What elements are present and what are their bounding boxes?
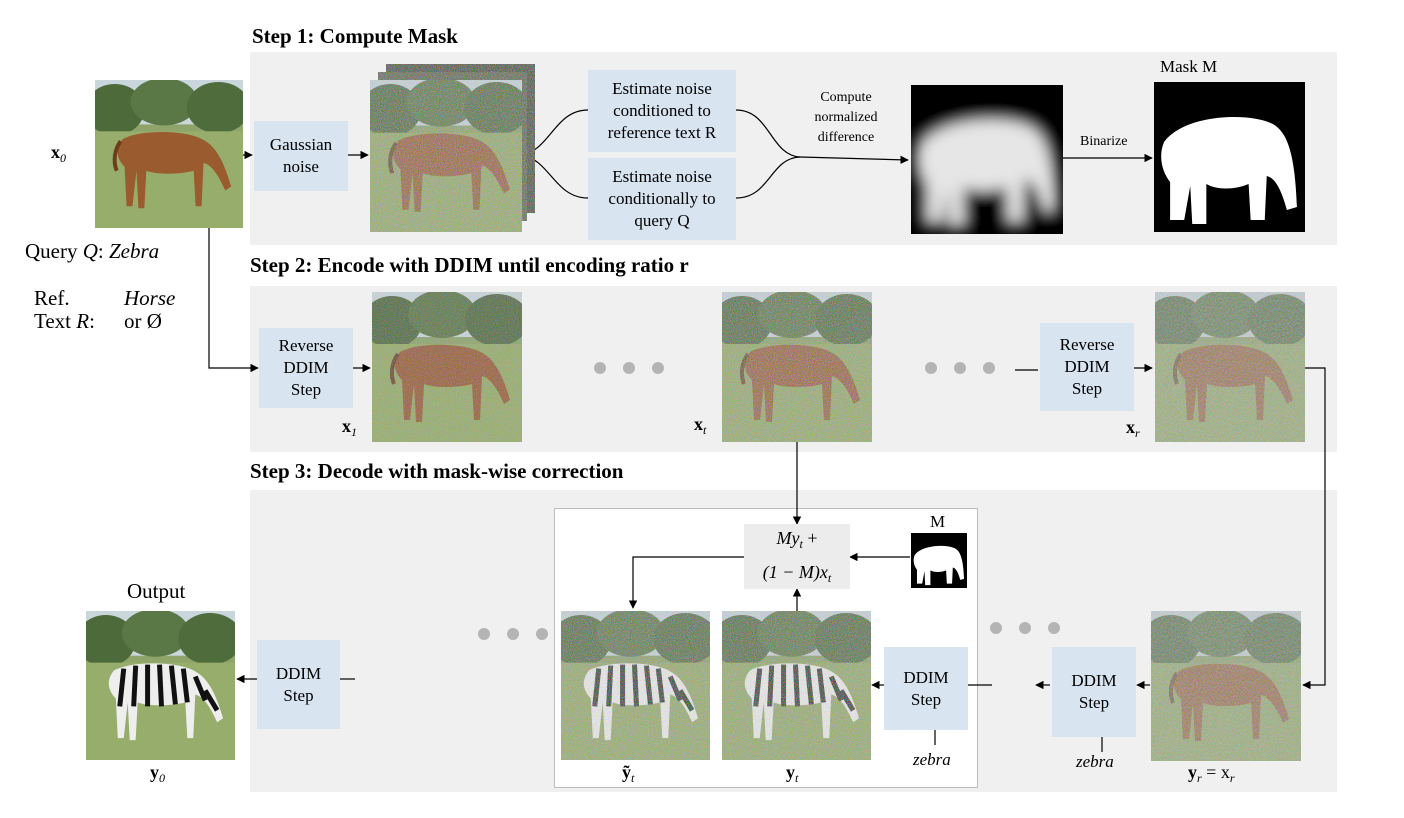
zebra-label-inner: zebra <box>913 750 951 769</box>
corrected-image-y-tilde-t <box>561 611 710 760</box>
ddim-step-box-inner: DDIM Step <box>884 647 968 730</box>
mask-m-small-label: M <box>930 512 946 531</box>
decoded-image-yt <box>722 611 871 760</box>
gaussian-noise-box: Gaussian noise <box>254 121 348 191</box>
reverse-ddim-step-box-1: Reverse DDIM Step <box>259 328 353 408</box>
ref-value-horse: Horse <box>124 286 176 310</box>
decoded-image-yr <box>1151 611 1301 761</box>
input-image-x0 <box>95 80 243 228</box>
step3-title: Step 3: Decode with mask-wise correction <box>250 459 624 483</box>
estimate-noise-query-box: Estimate noise conditionally to query Q <box>588 158 736 240</box>
encoded-image-xt <box>722 292 872 442</box>
ddim-step-box-right: DDIM Step <box>1052 647 1136 737</box>
y-tilde-t-label: ỹt <box>622 762 635 785</box>
step3-dots-left <box>478 628 548 640</box>
x0-label: x0 <box>51 142 66 165</box>
ddim-step-box-left: DDIM Step <box>257 640 340 729</box>
difference-map-image <box>911 85 1063 234</box>
mask-m-label: Mask M <box>1160 57 1218 76</box>
binary-mask-image <box>1154 82 1305 232</box>
output-image-y0 <box>86 611 235 760</box>
y0-label: y0 <box>150 762 165 785</box>
compute-normalized-difference-label: Compute normalized difference <box>814 90 878 145</box>
yt-label: yt <box>786 762 799 785</box>
step3-dots-right <box>990 622 1060 634</box>
query-text: Query Q: Zebra <box>25 239 160 263</box>
output-label: Output <box>127 579 186 603</box>
ref-text-line1: Ref. <box>34 286 70 310</box>
noisy-horse-image <box>370 80 522 232</box>
estimate-noise-reference-box: Estimate noise conditioned to reference … <box>588 70 736 152</box>
step2-dots-left <box>594 362 664 374</box>
x1-label: x1 <box>342 416 357 439</box>
encoded-image-xr <box>1155 292 1305 442</box>
xr-label: xr <box>1126 417 1140 440</box>
small-mask-image <box>911 533 967 588</box>
encoded-image-x1 <box>372 292 522 442</box>
xt-label: xt <box>694 414 707 437</box>
binarize-label: Binarize <box>1080 134 1128 149</box>
ref-text-line2: Text R: <box>34 309 95 333</box>
step2-title: Step 2: Encode with DDIM until encoding … <box>250 253 689 277</box>
masked-correction-formula: Myt + (1 − M)xt <box>744 524 850 589</box>
zebra-label-right: zebra <box>1076 752 1114 771</box>
yr-equals-xr-label: yr = xr <box>1188 762 1235 785</box>
step1-title: Step 1: Compute Mask <box>252 24 458 48</box>
ref-value-empty: or Ø <box>124 309 162 333</box>
step2-dots-right <box>925 362 995 374</box>
reverse-ddim-step-box-2: Reverse DDIM Step <box>1040 323 1134 411</box>
